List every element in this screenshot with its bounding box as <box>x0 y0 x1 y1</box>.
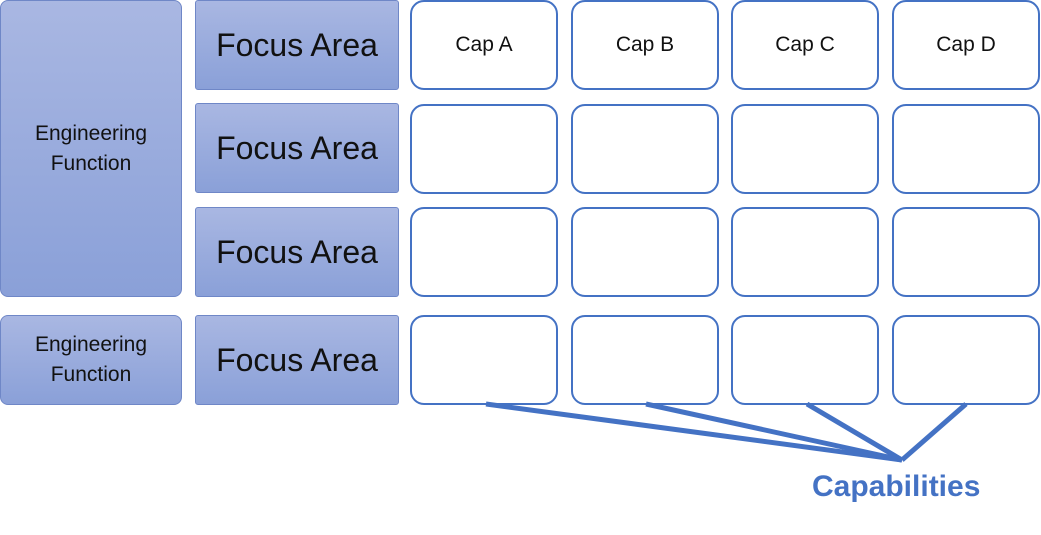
connector-line-cap-c <box>805 401 904 463</box>
focus-area-label: Focus Area <box>216 233 378 270</box>
engineering-function-box-1: Engineering Function <box>0 0 182 297</box>
capability-label: Cap C <box>775 33 835 56</box>
capability-box-empty <box>410 207 558 297</box>
focus-area-label: Focus Area <box>216 129 378 166</box>
engineering-function-box-2: Engineering Function <box>0 315 182 405</box>
engineering-function-label: Engineering Function <box>34 333 148 386</box>
capability-label: Cap B <box>615 33 675 56</box>
capability-box-cap-a: Cap A <box>410 0 558 90</box>
capability-box-empty <box>731 104 879 194</box>
focus-area-box-4: Focus Area <box>195 315 399 405</box>
capability-box-empty <box>410 104 558 194</box>
capability-box-cap-b: Cap B <box>571 0 719 90</box>
capability-box-empty <box>892 207 1040 297</box>
focus-area-box-3: Focus Area <box>195 207 399 297</box>
focus-area-label: Focus Area <box>216 26 378 63</box>
capability-box-cap-c: Cap C <box>731 0 879 90</box>
connector-line-cap-b <box>645 401 903 463</box>
focus-area-box-1: Focus Area <box>195 0 399 90</box>
connector-line-cap-a <box>485 401 903 463</box>
connector-line-cap-d <box>900 402 968 462</box>
engineering-function-label: Engineering Function <box>34 121 148 175</box>
capability-box-empty <box>571 315 719 405</box>
capability-box-empty <box>731 315 879 405</box>
capability-box-empty <box>571 207 719 297</box>
capability-label: Cap D <box>936 33 996 56</box>
capability-box-empty <box>892 104 1040 194</box>
capability-box-cap-d: Cap D <box>892 0 1040 90</box>
capability-box-empty <box>571 104 719 194</box>
focus-area-label: Focus Area <box>216 341 378 378</box>
capability-box-empty <box>731 207 879 297</box>
focus-area-box-2: Focus Area <box>195 103 399 193</box>
capability-label: Cap A <box>455 33 513 56</box>
capability-box-empty <box>892 315 1040 405</box>
capabilities-label: Capabilities <box>812 470 981 503</box>
capability-box-empty <box>410 315 558 405</box>
